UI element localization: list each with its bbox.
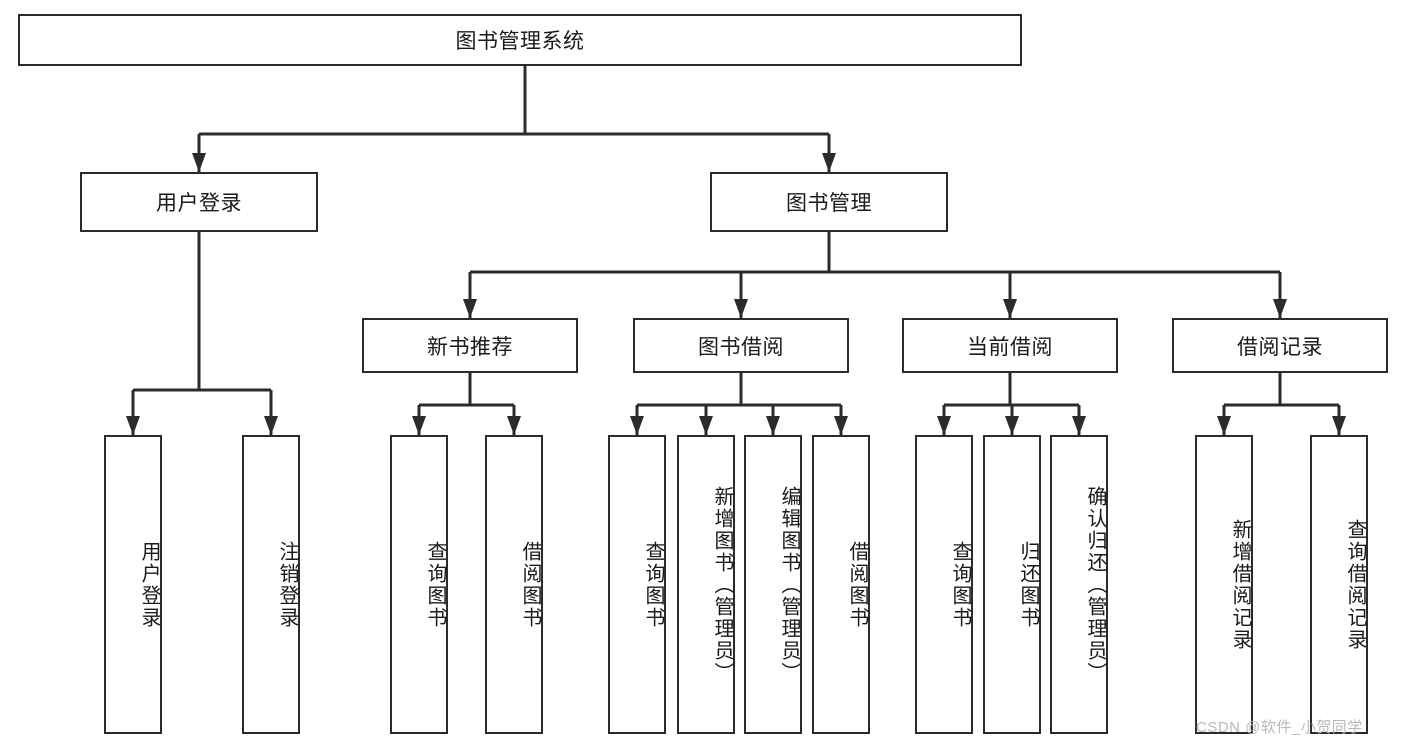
arrow-head-user-login (192, 153, 206, 172)
arrow-head-leaf-logout (264, 416, 278, 435)
node-book-borrow[interactable]: 图书借阅 (633, 318, 849, 373)
node-leaf-borrow-book-1[interactable]: 借阅图书 (485, 435, 543, 734)
node-label: 新书推荐 (427, 335, 513, 359)
node-label: 归还图书 (1017, 540, 1039, 629)
arrow-head-leaf-query-book-3 (937, 416, 951, 435)
node-leaf-confirm-return[interactable]: 确认归还（管理员） (1050, 435, 1108, 734)
arrow-head-leaf-add-book (699, 416, 713, 435)
node-label: 图书管理 (786, 192, 872, 215)
node-leaf-edit-book[interactable]: 编辑图书（管理员） (744, 435, 802, 734)
arrow-head-leaf-borrow-book-1 (507, 416, 521, 435)
node-leaf-query-book-2[interactable]: 查询图书 (608, 435, 666, 734)
node-label: 借阅图书 (519, 540, 541, 629)
node-label: 新增借阅记录 (1229, 518, 1251, 651)
arrow-head-leaf-query-book-1 (412, 416, 426, 435)
node-leaf-query-record[interactable]: 查询借阅记录 (1310, 435, 1368, 734)
arrow-head-borrow-record (1273, 299, 1287, 318)
arrow-head-leaf-add-record (1217, 416, 1231, 435)
node-root[interactable]: 图书管理系统 (18, 14, 1022, 66)
node-leaf-user-login[interactable]: 用户登录 (104, 435, 162, 734)
node-leaf-return-book[interactable]: 归还图书 (983, 435, 1041, 734)
node-leaf-query-book-1[interactable]: 查询图书 (390, 435, 448, 734)
node-label: 新增图书（管理员） (711, 485, 733, 684)
node-label: 借阅记录 (1237, 335, 1323, 359)
node-leaf-add-record[interactable]: 新增借阅记录 (1195, 435, 1253, 734)
arrow-head-leaf-borrow-book-2 (834, 416, 848, 435)
node-user-login[interactable]: 用户登录 (80, 172, 318, 232)
node-leaf-borrow-book-2[interactable]: 借阅图书 (812, 435, 870, 734)
node-label: 图书借阅 (698, 335, 784, 359)
arrow-head-current-borrow (1003, 299, 1017, 318)
node-label: 查询图书 (642, 540, 664, 629)
node-new-book-rec[interactable]: 新书推荐 (362, 318, 578, 373)
node-current-borrow[interactable]: 当前借阅 (902, 318, 1118, 373)
arrow-head-new-book-rec (463, 299, 477, 318)
arrow-head-book-manage (822, 153, 836, 172)
node-label: 当前借阅 (967, 335, 1053, 359)
node-label: 用户登录 (138, 540, 160, 629)
node-borrow-record[interactable]: 借阅记录 (1172, 318, 1388, 373)
node-label: 查询图书 (949, 540, 971, 629)
node-label: 查询图书 (424, 540, 446, 629)
node-leaf-logout[interactable]: 注销登录 (242, 435, 300, 734)
node-label: 查询借阅记录 (1344, 518, 1366, 651)
node-label: 用户登录 (156, 192, 242, 215)
arrow-head-leaf-confirm-return (1072, 416, 1086, 435)
node-label: 确认归还（管理员） (1084, 485, 1106, 684)
node-book-manage[interactable]: 图书管理 (710, 172, 948, 232)
arrow-head-leaf-edit-book (766, 416, 780, 435)
arrow-head-leaf-query-book-2 (630, 416, 644, 435)
node-label: 借阅图书 (846, 540, 868, 629)
node-label: 编辑图书（管理员） (778, 485, 800, 684)
arrow-head-leaf-user-login (126, 416, 140, 435)
node-label: 图书管理系统 (455, 30, 585, 53)
arrow-head-book-borrow (734, 299, 748, 318)
arrow-head-leaf-query-record (1332, 416, 1346, 435)
arrow-head-leaf-return-book (1005, 416, 1019, 435)
node-label: 注销登录 (276, 540, 298, 629)
node-leaf-query-book-3[interactable]: 查询图书 (915, 435, 973, 734)
node-leaf-add-book[interactable]: 新增图书（管理员） (677, 435, 735, 734)
